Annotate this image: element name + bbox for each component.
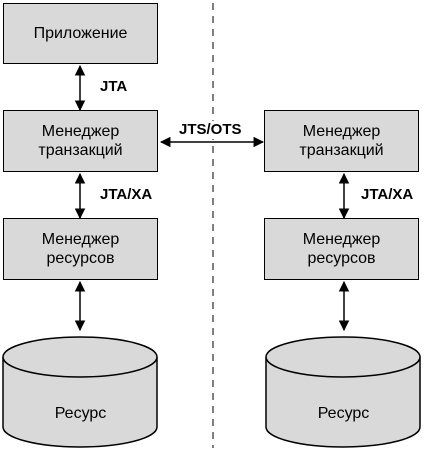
resource-cylinder-right [265,336,421,448]
label-jts-ots: JTS/OTS [177,121,244,139]
tm-right-line1: Менеджер [302,123,381,140]
resource-label-left: Ресурс [54,405,107,422]
rm-right-line1: Менеджер [302,231,381,248]
transaction-manager-box-left: Менеджер транзакций [3,110,158,172]
transaction-manager-box-right: Менеджер транзакций [264,110,419,172]
rm-left-line2: ресурсов [46,250,115,267]
resource-cylinder-left [2,336,158,448]
tm-left-line2: транзакций [38,142,123,159]
resource-label-right: Ресурс [317,405,370,422]
label-jta-xa-right: JTA/XA [361,186,414,203]
label-jta: JTA [100,78,128,95]
resource-manager-box-right: Менеджер ресурсов [264,218,419,280]
label-jta-xa-left: JTA/XA [100,186,153,203]
rm-left-line1: Менеджер [41,231,120,248]
tm-left-line1: Менеджер [41,123,120,140]
tm-right-line2: транзакций [299,142,384,159]
application-box-label: Приложение [33,25,128,42]
application-box: Приложение [3,3,158,64]
resource-manager-box-left: Менеджер ресурсов [3,218,158,280]
rm-right-line2: ресурсов [307,250,376,267]
